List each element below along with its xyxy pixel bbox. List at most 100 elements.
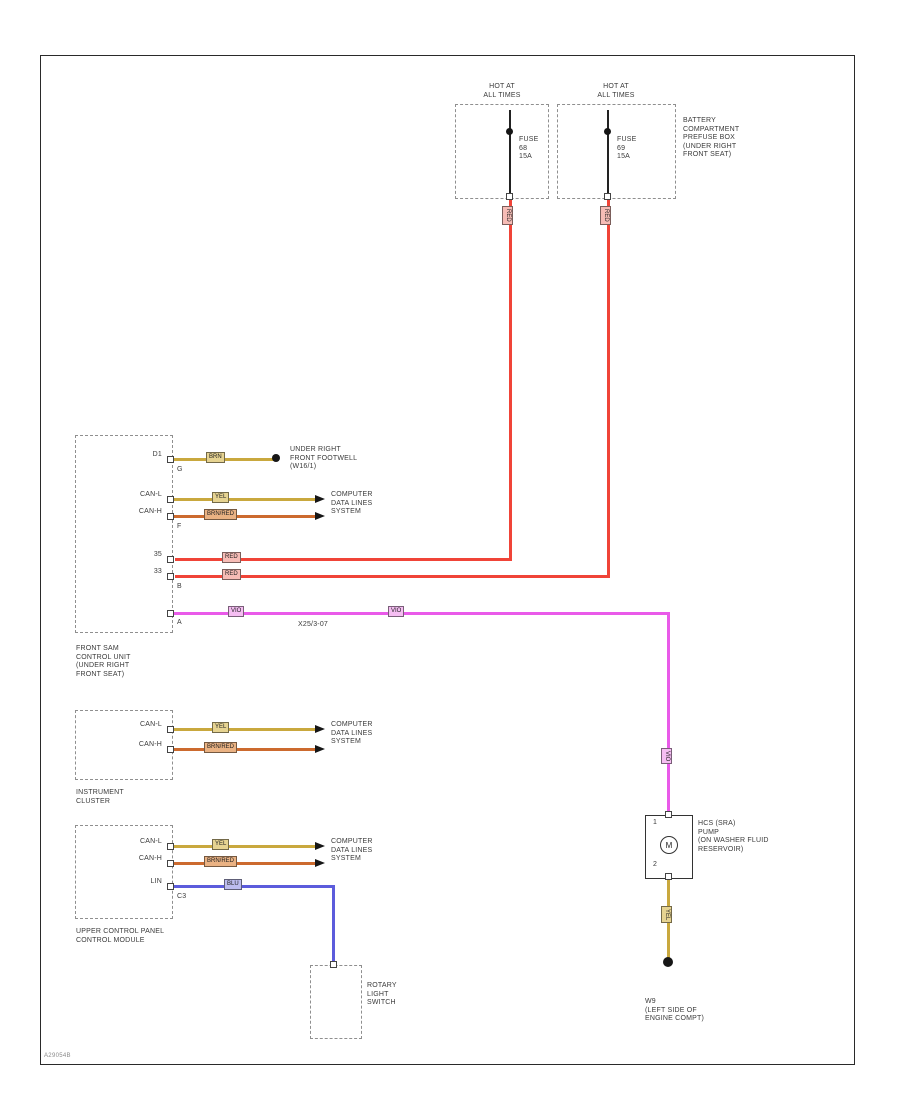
footwell-point-dot-icon xyxy=(272,454,280,462)
data-lines-arrow-icon xyxy=(315,842,325,850)
front-sam-caption: FRONT SAM CONTROL UNIT (UNDER RIGHT FRON… xyxy=(76,645,131,678)
red-wire-1-horizontal xyxy=(175,558,512,561)
violet-wire-color-label-1: VIO xyxy=(228,606,245,617)
panel-can-h-wire-color-label: BRN/RED xyxy=(204,856,238,867)
panel-pin-3 xyxy=(167,883,174,890)
sam-can-h-wire-color-label: BRN/RED xyxy=(204,509,238,520)
red-wire-2-color-label: RED xyxy=(600,206,611,225)
upper-control-panel-caption: UPPER CONTROL PANEL CONTROL MODULE xyxy=(76,928,165,944)
red-wire-1-vertical xyxy=(509,200,512,561)
data-lines-arrow-icon xyxy=(315,745,325,753)
violet-wire-vertical xyxy=(667,612,670,813)
sam-connector-letter-f: F xyxy=(177,523,182,530)
panel-can-l-label: CAN-L xyxy=(139,838,162,845)
pump-pin-bottom xyxy=(665,873,672,880)
pump-pin-top xyxy=(665,811,672,818)
violet-wire-horizontal xyxy=(174,612,670,615)
red-wire-2-horizontal xyxy=(175,575,610,578)
sam-pin-2 xyxy=(167,496,174,503)
footwell-wire-color-label: BRN xyxy=(206,452,225,463)
panel-pin-2 xyxy=(167,860,174,867)
panel-lin-label: LIN xyxy=(150,878,162,885)
sam-can-l-wire xyxy=(174,498,315,501)
cluster-can-h-wire xyxy=(174,748,315,751)
sam-can-l-label: CAN-L xyxy=(139,491,162,498)
sam-pin-d1-label: D1 xyxy=(152,451,162,458)
sam-connector-letter-b: B xyxy=(177,583,182,590)
violet-wire-color-label-2: VIO xyxy=(388,606,405,617)
cluster-can-l-wire-color-label: YEL xyxy=(212,722,230,733)
cluster-pin-1 xyxy=(167,726,174,733)
panel-lin-wire-color-label: BLU xyxy=(224,879,242,890)
sam-pin-5 xyxy=(167,573,174,580)
panel-can-h-wire xyxy=(174,862,315,865)
upper-control-panel-box xyxy=(75,825,173,919)
sam-pin-4 xyxy=(167,556,174,563)
panel-can-l-wire xyxy=(174,845,315,848)
hot-at-all-times-label-2: HOT AT ALL TIMES xyxy=(597,83,635,99)
cluster-can-l-label: CAN-L xyxy=(139,721,162,728)
panel-computer-data-lines-label: COMPUTER DATA LINES SYSTEM xyxy=(331,838,373,862)
prefuse-box-1 xyxy=(455,104,549,199)
sam-pin-33-label: 33 xyxy=(153,568,162,575)
fuse-2-terminal-dot-icon xyxy=(604,128,611,135)
fuse-2-element xyxy=(607,110,609,197)
sam-can-h-wire xyxy=(174,515,315,518)
panel-can-l-wire-color-label: YEL xyxy=(212,839,230,850)
data-lines-arrow-icon xyxy=(315,859,325,867)
violet-wire-color-label-3: VIO xyxy=(661,748,672,765)
cluster-can-l-wire xyxy=(174,728,315,731)
sam-can-l-wire-color-label: YEL xyxy=(212,492,230,503)
front-sam-control-unit-box xyxy=(75,435,173,633)
fuse-2-output-pin xyxy=(604,193,611,200)
panel-lin-wire-vertical xyxy=(332,885,335,965)
cluster-can-h-wire-color-label: BRN/RED xyxy=(204,742,238,753)
rotary-light-switch-box xyxy=(310,965,362,1039)
cluster-pin-2 xyxy=(167,746,174,753)
panel-lin-wire-horizontal xyxy=(174,885,335,888)
prefuse-box-2 xyxy=(557,104,676,199)
ground-caption: W9 (LEFT SIDE OF ENGINE COMPT) xyxy=(645,998,704,1022)
sam-pin-3 xyxy=(167,513,174,520)
violet-wire-connector-label: X25/3-07 xyxy=(298,621,329,628)
corner-code: A29054B xyxy=(44,1053,71,1059)
red-wire-1-color-label: RED xyxy=(502,206,513,225)
fuse-1-label: FUSE 68 15A xyxy=(519,136,539,160)
diagram-frame xyxy=(40,55,855,1065)
footwell-label: UNDER RIGHT FRONT FOOTWELL (W16/1) xyxy=(290,446,358,470)
ground-point-icon xyxy=(663,957,673,967)
sam-computer-data-lines-label: COMPUTER DATA LINES SYSTEM xyxy=(331,491,373,515)
red-wire-2-color-label-2: RED xyxy=(222,569,241,580)
rotary-switch-pin xyxy=(330,961,337,968)
footwell-wire xyxy=(174,458,276,461)
instrument-cluster-box xyxy=(75,710,173,780)
data-lines-arrow-icon xyxy=(315,512,325,520)
hcs-pump-caption: HCS (SRA) PUMP (ON WASHER FLUID RESERVOI… xyxy=(698,820,769,853)
sam-connector-letter-a: A xyxy=(177,619,182,626)
rotary-light-switch-caption: ROTARY LIGHT SWITCH xyxy=(367,982,397,1006)
pump-ground-wire-color-label: YEL xyxy=(661,906,672,924)
sam-pin-1 xyxy=(167,456,174,463)
pump-pin-top-label: 1 xyxy=(653,819,658,826)
motor-icon: M xyxy=(660,836,678,854)
pump-pin-bottom-label: 2 xyxy=(653,861,658,868)
sam-connector-letter-g: G xyxy=(177,466,183,473)
red-wire-1-color-label-2: RED xyxy=(222,552,241,563)
hot-at-all-times-label-1: HOT AT ALL TIMES xyxy=(483,83,521,99)
cluster-computer-data-lines-label: COMPUTER DATA LINES SYSTEM xyxy=(331,721,373,745)
battery-compartment-label: BATTERY COMPARTMENT PREFUSE BOX (UNDER R… xyxy=(683,117,740,158)
panel-connector-letter-c3: C3 xyxy=(177,893,187,900)
fuse-2-label: FUSE 69 15A xyxy=(617,136,637,160)
data-lines-arrow-icon xyxy=(315,495,325,503)
cluster-can-h-label: CAN-H xyxy=(138,741,162,748)
sam-can-h-label: CAN-H xyxy=(138,508,162,515)
instrument-cluster-caption: INSTRUMENT CLUSTER xyxy=(76,789,124,805)
red-wire-2-vertical xyxy=(607,200,610,578)
sam-pin-35-label: 35 xyxy=(153,551,162,558)
panel-can-h-label: CAN-H xyxy=(138,855,162,862)
data-lines-arrow-icon xyxy=(315,725,325,733)
panel-pin-1 xyxy=(167,843,174,850)
fuse-1-output-pin xyxy=(506,193,513,200)
fuse-1-element xyxy=(509,110,511,197)
